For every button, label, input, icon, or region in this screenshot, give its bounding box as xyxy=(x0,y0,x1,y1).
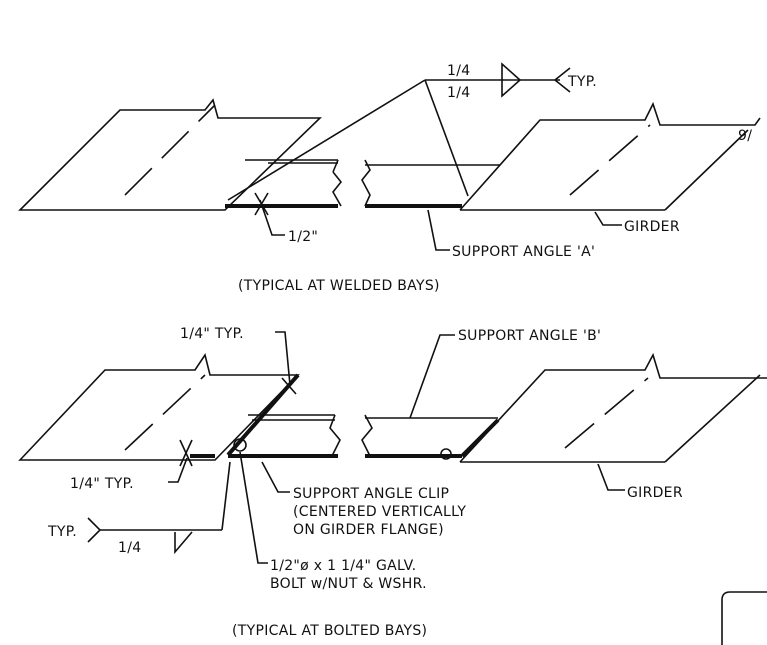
support-angle-a-right xyxy=(361,159,500,208)
weld-typ-label: TYP. xyxy=(567,74,597,90)
weld-symbol-bottom xyxy=(87,461,231,555)
quarter-typ-left-leader xyxy=(168,457,188,483)
weld-size-bottom-label: 1/4 xyxy=(447,85,470,101)
right-girder-flange-bottom xyxy=(459,352,767,463)
support-angle-b-label: SUPPORT ANGLE 'B' xyxy=(458,328,601,344)
bolted-bays-caption: (TYPICAL AT BOLTED BAYS) xyxy=(232,623,427,639)
clip-label-line2: (CENTERED VERTICALLY xyxy=(293,504,466,520)
quarter-typ-top-label: 1/4" TYP. xyxy=(180,326,244,342)
quarter-typ-left-label: 1/4" TYP. xyxy=(70,476,134,492)
clip-label-line1: SUPPORT ANGLE CLIP xyxy=(293,486,449,502)
left-girder-flange-top xyxy=(18,98,322,211)
bolt-label-line2: BOLT w/NUT & WSHR. xyxy=(270,576,427,592)
weld-typ-bottom-label: TYP. xyxy=(47,524,77,540)
clip-label-line3: ON GIRDER FLANGE) xyxy=(293,522,444,538)
support-angle-a-left xyxy=(225,159,343,216)
support-angle-a-label: SUPPORT ANGLE 'A' xyxy=(452,244,595,260)
clip-leader xyxy=(261,461,290,493)
bolt-leader xyxy=(239,451,268,564)
girder-leader-bottom xyxy=(597,463,625,491)
half-inch-leader xyxy=(259,199,285,236)
bolt-label-line1: 1/2"ø x 1 1/4" GALV. xyxy=(270,558,416,574)
support-angle-b-leader xyxy=(409,334,455,419)
title-block-corner xyxy=(721,591,767,645)
right-girder-flange-top xyxy=(459,101,761,211)
weld-size-bottom-label: 1/4 xyxy=(118,540,141,556)
half-inch-label: 1/2" xyxy=(288,229,318,245)
girder-label-bottom: GIRDER xyxy=(627,485,683,501)
support-angle-b xyxy=(361,414,500,460)
left-girder-flange-bottom xyxy=(18,353,300,461)
weld-size-top-label: 1/4 xyxy=(447,63,470,79)
support-angle-a-leader xyxy=(427,209,450,251)
girder-label-top: GIRDER xyxy=(624,219,680,235)
welded-bays-caption: (TYPICAL AT WELDED BAYS) xyxy=(238,278,440,294)
girder-leader-top xyxy=(594,211,622,226)
partial-edge-label: 9/ xyxy=(738,128,752,144)
support-angle-clip-left xyxy=(179,373,341,467)
quarter-typ-top-leader xyxy=(275,331,291,386)
weld-symbol-top xyxy=(227,62,571,201)
